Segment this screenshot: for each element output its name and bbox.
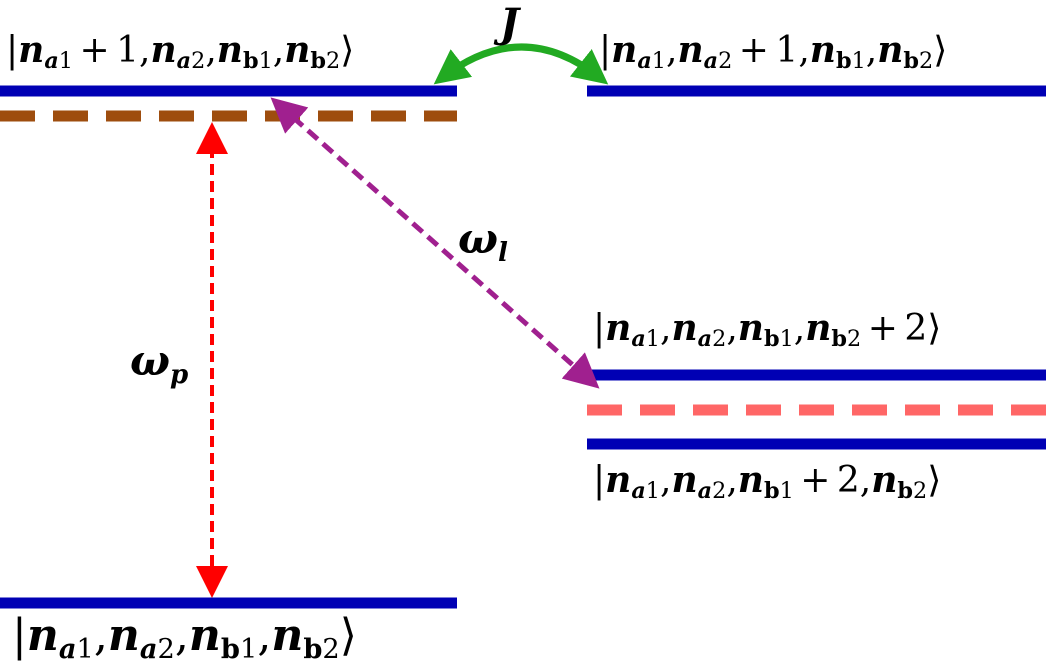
label-J: J bbox=[500, 0, 519, 47]
coupling-arrow bbox=[433, 43, 609, 85]
laser-arrow bbox=[270, 97, 600, 389]
state-label-a1-plus1: |na1+1,na2,nb1,nb2⟩ bbox=[6, 29, 355, 75]
state-label-ground: |na1,na2,nb1,nb2⟩ bbox=[12, 610, 357, 665]
state-label-a2-plus1: |na1,na2+1,nb1,nb2⟩ bbox=[599, 29, 948, 75]
label-omega-l: ωl bbox=[458, 214, 508, 268]
state-label-b2-plus2: |na1,na2,nb1,nb2+2⟩ bbox=[593, 307, 942, 353]
state-label-b1-plus2: |na1,na2,nb1+2,nb2⟩ bbox=[593, 459, 942, 505]
label-omega-p: ωp bbox=[130, 336, 189, 390]
